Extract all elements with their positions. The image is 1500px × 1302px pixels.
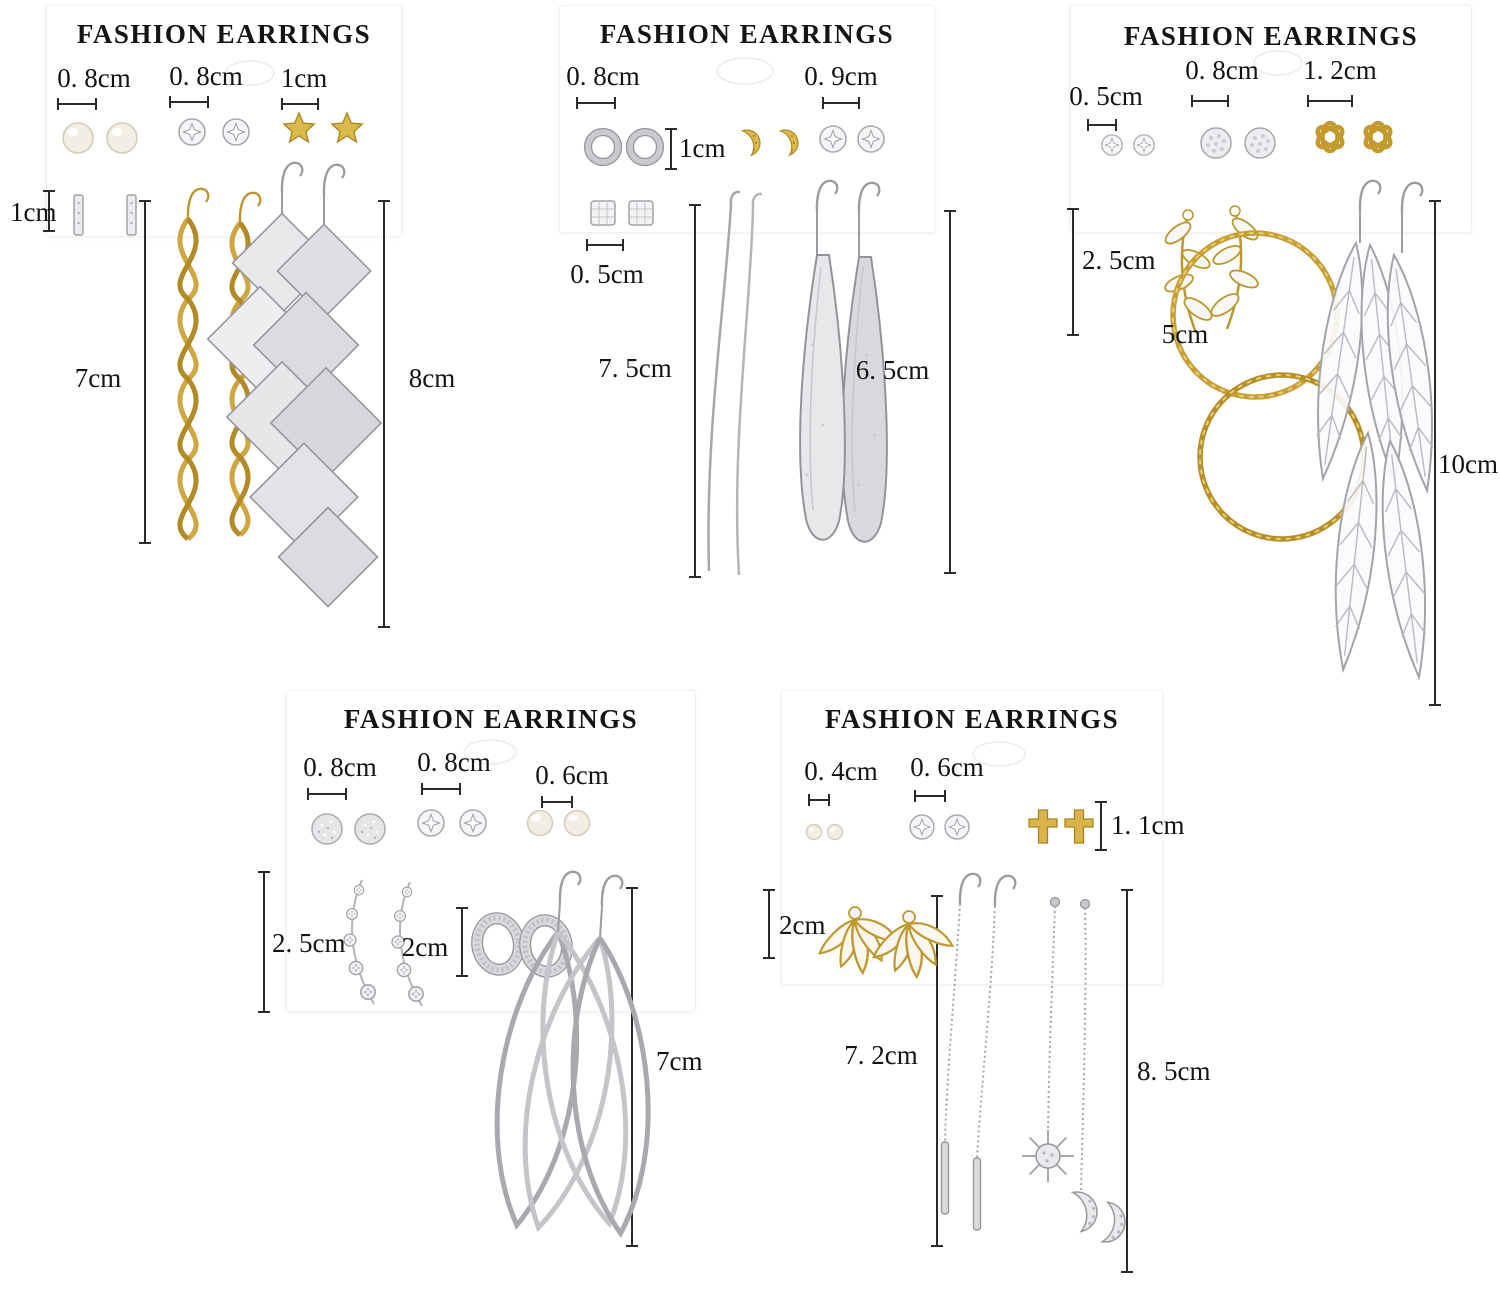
- size-label-crystal-climbers: 2. 5cm: [1082, 245, 1156, 275]
- size-label-hoops: 5cm: [1161, 319, 1209, 349]
- earring-card-5: FASHION EARRINGS 0. 4cm 0. 6cm 1. 1cm 2c…: [755, 690, 1225, 1302]
- size-label-square-studs: 0. 5cm: [570, 259, 644, 289]
- measure-marks: [1067, 95, 1441, 706]
- card-3-backing: [1070, 5, 1472, 233]
- card-5-graphics: [763, 741, 1133, 1273]
- size-label-crystal-studs: 0. 8cm: [417, 747, 491, 777]
- size-label-moon-studs: 1cm: [679, 133, 726, 163]
- silver-twist-drop-earrings: [480, 870, 657, 1236]
- card-2-graphics: [576, 57, 956, 578]
- earring-card-1: FASHION EARRINGS 0. 8cm 0. 8cm 1cm 1cm 7…: [10, 5, 465, 640]
- size-label-twist-drops: 7cm: [656, 1046, 703, 1076]
- size-label-lotus-jackets: 2cm: [779, 910, 826, 940]
- card-3-graphics: [1067, 50, 1447, 706]
- measure-marks: [258, 783, 638, 1247]
- card-title: FASHION EARRINGS: [76, 19, 372, 49]
- bar-stud-earrings: [73, 194, 137, 236]
- size-label-star-studs: 1cm: [280, 63, 328, 93]
- star-stud-earrings: [282, 111, 364, 144]
- size-label-crystal-studs: 0. 8cm: [169, 61, 243, 91]
- small-crystal-stud-earrings: [1101, 134, 1155, 156]
- gold-lotus-ear-jacket-earrings: [813, 906, 957, 979]
- card-title: FASHION EARRINGS: [343, 704, 639, 734]
- size-label-hoop-huggies: 2cm: [401, 932, 449, 962]
- stardust-ball-stud-earrings: [311, 813, 386, 845]
- size-label-knot-studs: 1. 2cm: [1303, 55, 1377, 85]
- silver-leaf-drop-earrings: [1303, 179, 1447, 681]
- gold-spiral-drop-earrings: [177, 187, 262, 541]
- earring-card-3: FASHION EARRINGS 0. 5cm 0. 8cm 1. 2cm 2.…: [1050, 5, 1500, 715]
- pearl-stud-earrings: [62, 122, 138, 154]
- bar-chain-threader-earrings: [940, 872, 1017, 1231]
- silver-diamond-drop-earrings: [206, 161, 383, 608]
- size-label-crystal-studs: 0. 6cm: [910, 752, 984, 782]
- size-label-spiral-drops: 7cm: [74, 363, 122, 393]
- measure-marks: [763, 790, 1133, 1273]
- hanger-hole: [716, 57, 774, 85]
- gold-knot-stud-earrings: [1315, 120, 1393, 154]
- size-label-triangle-drops: 6. 5cm: [855, 355, 930, 385]
- circle-stud-earrings: [583, 127, 665, 167]
- silver-triangle-drop-earrings: [799, 179, 888, 543]
- measure-marks: [43, 96, 390, 628]
- crystal-climber-earrings: [343, 879, 424, 1007]
- hanger-hole: [1253, 50, 1303, 76]
- size-label-pearl-studs: 0. 6cm: [535, 760, 609, 790]
- earring-card-4: FASHION EARRINGS 0. 8cm 0. 8cm 0. 6cm 2.…: [250, 690, 730, 1302]
- card-4-graphics: [258, 739, 730, 1247]
- hanger-hole: [972, 741, 1026, 767]
- size-label-wire-drops: 7. 5cm: [598, 353, 672, 383]
- card-2-backing: [559, 5, 935, 233]
- gold-crystal-climber-earrings: [1164, 205, 1259, 334]
- hanger-hole: [463, 739, 517, 765]
- card-title: FASHION EARRINGS: [824, 704, 1120, 734]
- crystal-ball-stud-earrings: [1200, 127, 1276, 159]
- moon-stud-earrings: [740, 129, 799, 157]
- size-label-small-crystal-studs: 0. 5cm: [1069, 81, 1143, 111]
- crystal-stud-earrings: [819, 125, 885, 153]
- square-stud-earrings: [590, 200, 654, 226]
- pearl-stud-earrings: [526, 809, 591, 837]
- size-label-stardust-studs: 0. 8cm: [303, 752, 377, 782]
- size-label-cross-studs: 1. 1cm: [1111, 810, 1185, 840]
- star-moon-chain-drop-earrings: [1022, 896, 1129, 1246]
- size-label-celestial-drops: 8. 5cm: [1137, 1056, 1211, 1086]
- hanger-hole: [225, 60, 275, 86]
- size-label-circle-studs: 0. 8cm: [566, 61, 640, 91]
- hoop-huggie-earrings: [471, 912, 573, 978]
- size-label-leaf-drops: 10cm: [1438, 449, 1498, 479]
- measure-marks: [576, 97, 956, 578]
- size-label-diamond-drops: 8cm: [408, 363, 456, 393]
- crystal-stud-earrings: [417, 809, 487, 837]
- card-1-backing: [46, 5, 402, 237]
- gold-cross-stud-earrings: [1028, 809, 1094, 844]
- size-label-bar-studs: 1cm: [10, 197, 57, 227]
- size-label-bar-chain-drops: 7. 2cm: [844, 1040, 918, 1070]
- size-label-crystal-climbers: 2. 5cm: [272, 928, 346, 958]
- size-label-crystal-ball-studs: 0. 8cm: [1185, 55, 1259, 85]
- card-title: FASHION EARRINGS: [1123, 21, 1419, 51]
- long-wire-drop-earrings: [707, 190, 763, 576]
- card-1-graphics: [43, 60, 390, 628]
- tiny-pearl-stud-earrings: [805, 823, 844, 841]
- crystal-stud-earrings: [178, 118, 250, 146]
- earring-card-2: FASHION EARRINGS 0. 8cm 1cm 0. 9cm 0. 5c…: [545, 5, 1005, 605]
- size-label-pearl-studs: 0. 8cm: [57, 63, 131, 93]
- card-title: FASHION EARRINGS: [599, 19, 895, 49]
- size-label-pearl-studs: 0. 4cm: [804, 756, 878, 786]
- size-label-crystal-studs: 0. 9cm: [804, 61, 878, 91]
- crystal-stud-earrings: [909, 814, 970, 840]
